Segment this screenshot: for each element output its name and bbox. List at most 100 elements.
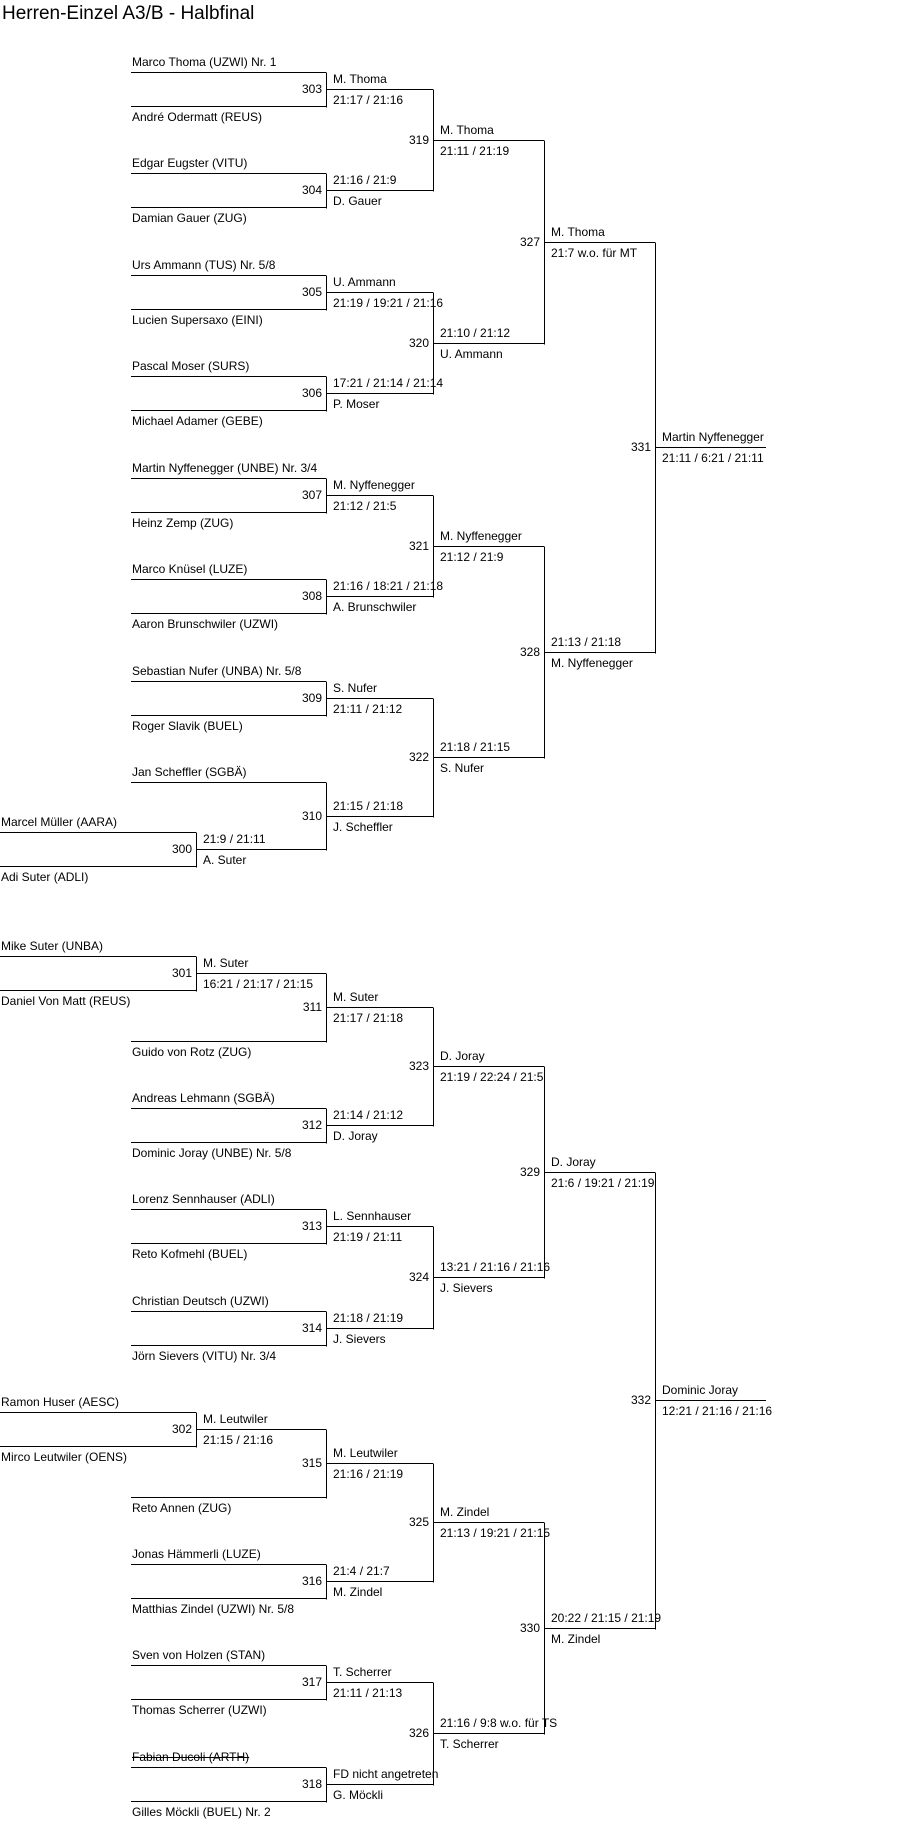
match-score: 20:22 / 21:15 / 21:19: [551, 1611, 662, 1625]
match-score: 21:11 / 21:19: [440, 144, 510, 158]
winner-name: M. Zindel: [440, 1505, 490, 1519]
player-name: Matthias Zindel (UZWI) Nr. 5/8: [132, 1602, 295, 1616]
match-score: 21:18 / 21:19: [333, 1311, 404, 1325]
match-number: 305: [301, 285, 322, 299]
match-score: 21:18 / 21:15: [440, 740, 511, 754]
player-name: Jonas Hämmerli (LUZE): [132, 1547, 261, 1561]
winner-name: M. Thoma: [551, 225, 605, 239]
winner-name: M. Suter: [333, 990, 379, 1004]
match-number: 317: [301, 1675, 322, 1689]
match-score: 16:21 / 21:17 / 21:15: [203, 977, 314, 991]
match-number: 328: [519, 645, 540, 659]
match-number: 331: [630, 440, 651, 454]
match-score: 21:13 / 19:21 / 21:15: [440, 1526, 551, 1540]
match-number: 326: [408, 1726, 429, 1740]
winner-name: M. Leutwiler: [203, 1412, 268, 1426]
player-name: Christian Deutsch (UZWI): [132, 1294, 269, 1308]
winner-name: T. Scherrer: [333, 1665, 392, 1679]
winner-name: A. Brunschwiler: [333, 600, 417, 614]
player-name: Adi Suter (ADLI): [1, 870, 89, 884]
player-name: Marcel Müller (AARA): [1, 815, 118, 829]
match-score: 21:19 / 21:11: [333, 1230, 403, 1244]
match-score: 21:17 / 21:16: [333, 93, 404, 107]
match-number: 323: [408, 1059, 429, 1073]
match-score: 21:19 / 22:24 / 21:5: [440, 1070, 544, 1084]
player-name: Lorenz Sennhauser (ADLI): [132, 1192, 275, 1206]
winner-name: J. Sievers: [440, 1281, 493, 1295]
match-score: 21:10 / 21:12: [440, 326, 511, 340]
match-number: 301: [171, 966, 192, 980]
match-score: 17:21 / 21:14 / 21:14: [333, 376, 444, 390]
winner-name: A. Suter: [203, 853, 247, 867]
winner-name: M. Zindel: [333, 1585, 383, 1599]
match-number: 302: [171, 1422, 192, 1436]
match-number: 318: [301, 1777, 322, 1791]
match-score: 21:15 / 21:16: [203, 1433, 274, 1447]
winner-name: M. Nyffenegger: [333, 478, 415, 492]
player-name: André Odermatt (REUS): [132, 110, 263, 124]
player-name: Gilles Möckli (BUEL) Nr. 2: [132, 1805, 271, 1819]
match-number: 320: [408, 336, 429, 350]
player-name: Aaron Brunschwiler (UZWI): [132, 617, 279, 631]
winner-name: D. Gauer: [333, 194, 382, 208]
winner-name: G. Möckli: [333, 1788, 384, 1802]
player-name: Edgar Eugster (VITU): [132, 156, 248, 170]
winner-name: S. Nufer: [440, 761, 485, 775]
player-name: Marco Thoma (UZWI) Nr. 1: [132, 55, 277, 69]
player-name: Urs Ammann (TUS) Nr. 5/8: [132, 258, 276, 272]
winner-name: D. Joray: [440, 1049, 485, 1063]
player-name: Martin Nyffenegger (UNBE) Nr. 3/4: [132, 461, 318, 475]
match-score: 21:12 / 21:5: [333, 499, 397, 513]
player-name: Mike Suter (UNBA): [1, 939, 104, 953]
match-number: 312: [301, 1118, 322, 1132]
match-number: 332: [630, 1393, 651, 1407]
player-name: Michael Adamer (GEBE): [132, 414, 263, 428]
match-score: 21:11 / 21:13: [333, 1686, 403, 1700]
match-score: 21:16 / 21:9: [333, 173, 397, 187]
player-name: Daniel Von Matt (REUS): [1, 994, 131, 1008]
player-name: Sebastian Nufer (UNBA) Nr. 5/8: [132, 664, 302, 678]
match-number: 311: [302, 1000, 322, 1014]
player-name: Reto Kofmehl (BUEL): [132, 1247, 248, 1261]
match-score: 21:9 / 21:11: [203, 832, 266, 846]
player-name: Heinz Zemp (ZUG): [132, 516, 234, 530]
match-number: 310: [301, 809, 322, 823]
player-name: Ramon Huser (AESC): [1, 1395, 120, 1409]
match-score: 21:16 / 9:8 w.o. für TS: [440, 1716, 558, 1730]
match-score: 12:21 / 21:16 / 21:16: [662, 1404, 773, 1418]
match-score: 21:7 w.o. für MT: [551, 246, 638, 260]
match-number: 319: [408, 133, 429, 147]
winner-name: S. Nufer: [333, 681, 378, 695]
match-number: 324: [408, 1270, 429, 1284]
match-score: 13:21 / 21:16 / 21:16: [440, 1260, 551, 1274]
match-number: 321: [408, 539, 429, 553]
player-name: Lucien Supersaxo (EINI): [132, 313, 263, 327]
winner-name: J. Scheffler: [333, 820, 393, 834]
match-number: 304: [301, 183, 322, 197]
match-number: 309: [301, 691, 322, 705]
player-name: Andreas Lehmann (SGBÄ): [132, 1091, 275, 1105]
match-number: 325: [408, 1515, 429, 1529]
match-score: 21:11 / 6:21 / 21:11: [662, 451, 764, 465]
match-number: 316: [301, 1574, 322, 1588]
match-score: 21:15 / 21:18: [333, 799, 404, 813]
match-number: 303: [301, 82, 322, 96]
winner-name: U. Ammann: [440, 347, 503, 361]
player-name: Guido von Rotz (ZUG): [132, 1045, 252, 1059]
winner-name: D. Joray: [333, 1129, 378, 1143]
winner-name: M. Leutwiler: [333, 1446, 398, 1460]
match-number: 322: [408, 750, 429, 764]
winner-name: L. Sennhauser: [333, 1209, 412, 1223]
winner-name: P. Moser: [333, 397, 380, 411]
match-score: FD nicht angetreten: [333, 1767, 439, 1781]
player-name: Thomas Scherrer (UZWI): [132, 1703, 267, 1717]
match-score: 21:17 / 21:18: [333, 1011, 404, 1025]
winner-name: J. Sievers: [333, 1332, 386, 1346]
winner-name: Dominic Joray: [662, 1383, 739, 1397]
winner-name: M. Suter: [203, 956, 249, 970]
player-name: Damian Gauer (ZUG): [132, 211, 247, 225]
winner-name: M. Nyffenegger: [551, 656, 633, 670]
player-name: Fabian Ducoli (ARTH): [132, 1750, 250, 1764]
match-score: 21:11 / 21:12: [333, 702, 403, 716]
